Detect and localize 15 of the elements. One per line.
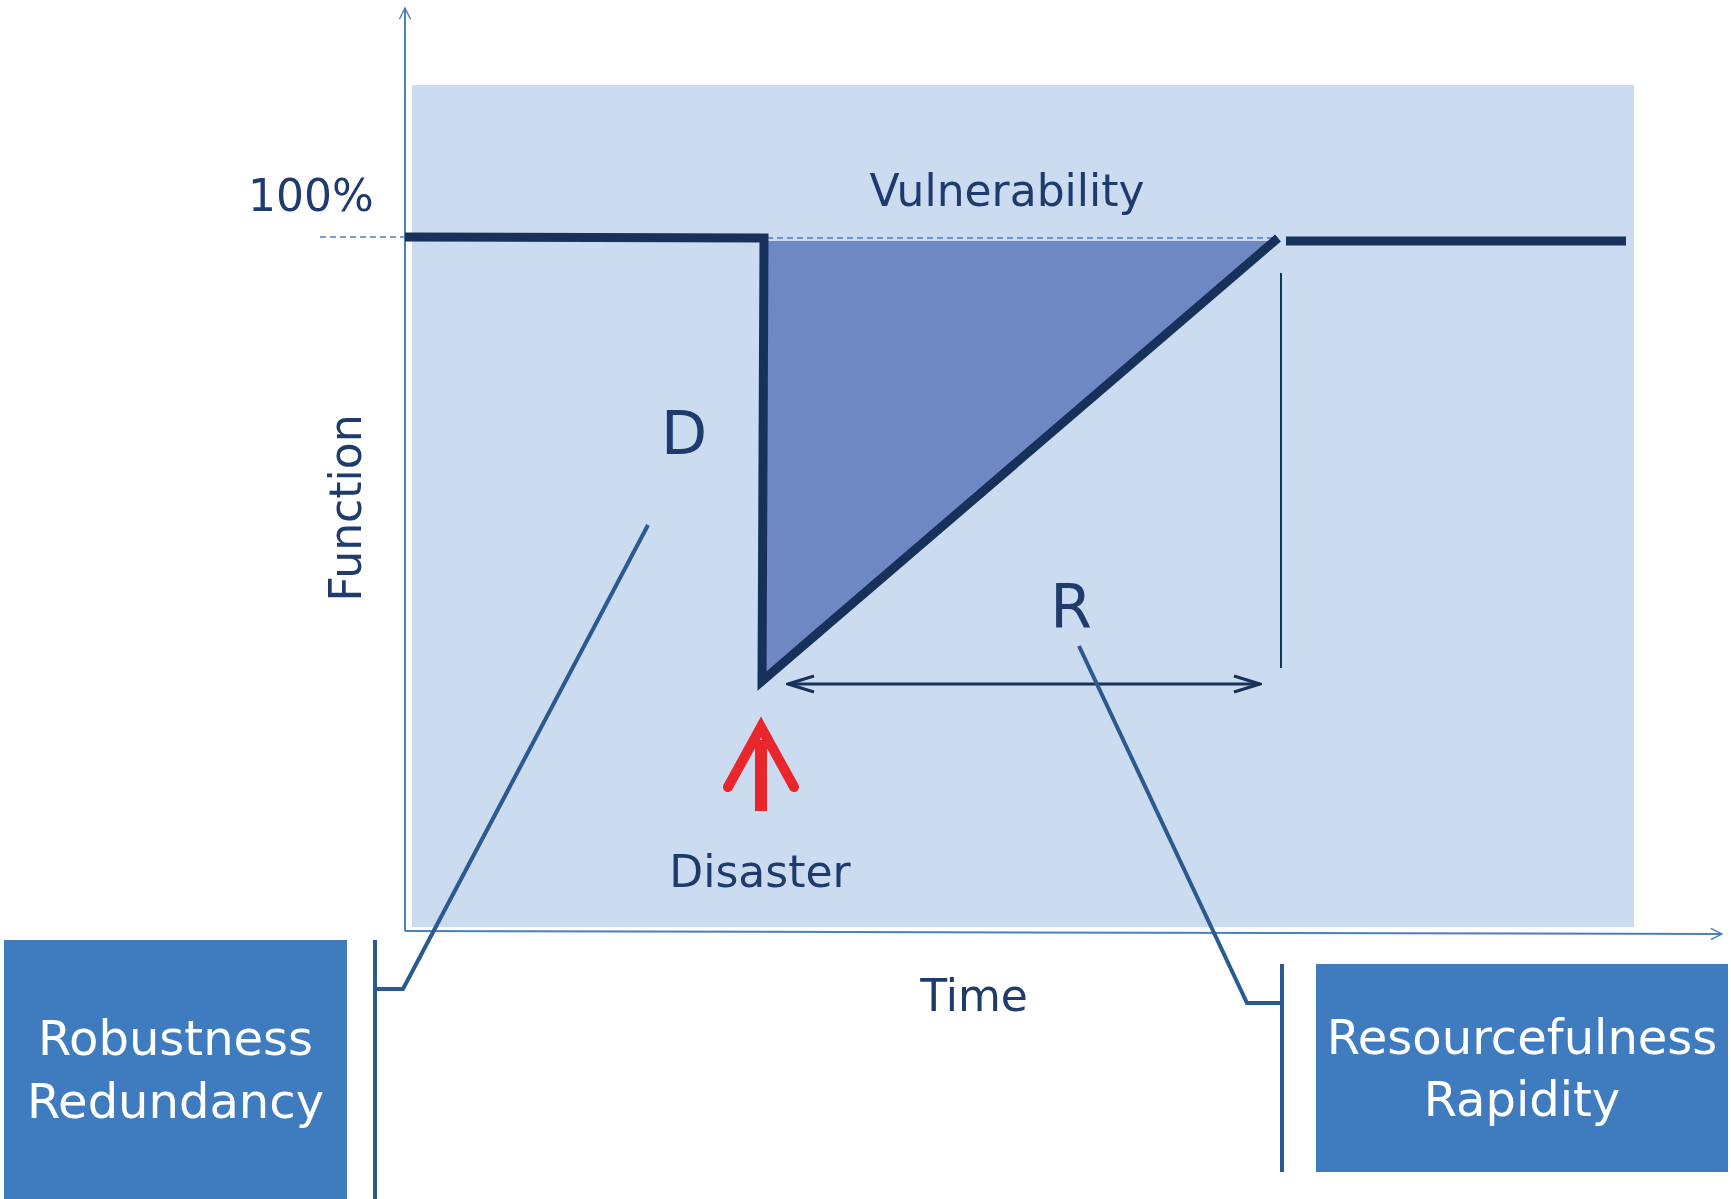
event-label: Disaster <box>669 846 851 898</box>
axis-tick-label: 100% <box>248 170 374 222</box>
letter-label: D <box>660 398 708 468</box>
category-box <box>1316 964 1728 1172</box>
axis-title: Time <box>920 970 1028 1022</box>
box-text: Redundancy <box>26 1071 325 1131</box>
leader-line <box>1077 645 1282 1005</box>
leader-line <box>375 524 650 991</box>
axis-title: Function <box>320 414 372 602</box>
box-text: Robustness <box>37 1009 314 1069</box>
letter-label: R <box>1050 572 1092 642</box>
category-box <box>4 940 347 1199</box>
box-text: Rapidity <box>1423 1070 1621 1129</box>
box-text: Resourcefulness <box>1326 1007 1718 1067</box>
region-label: Vulnerability <box>869 165 1145 217</box>
